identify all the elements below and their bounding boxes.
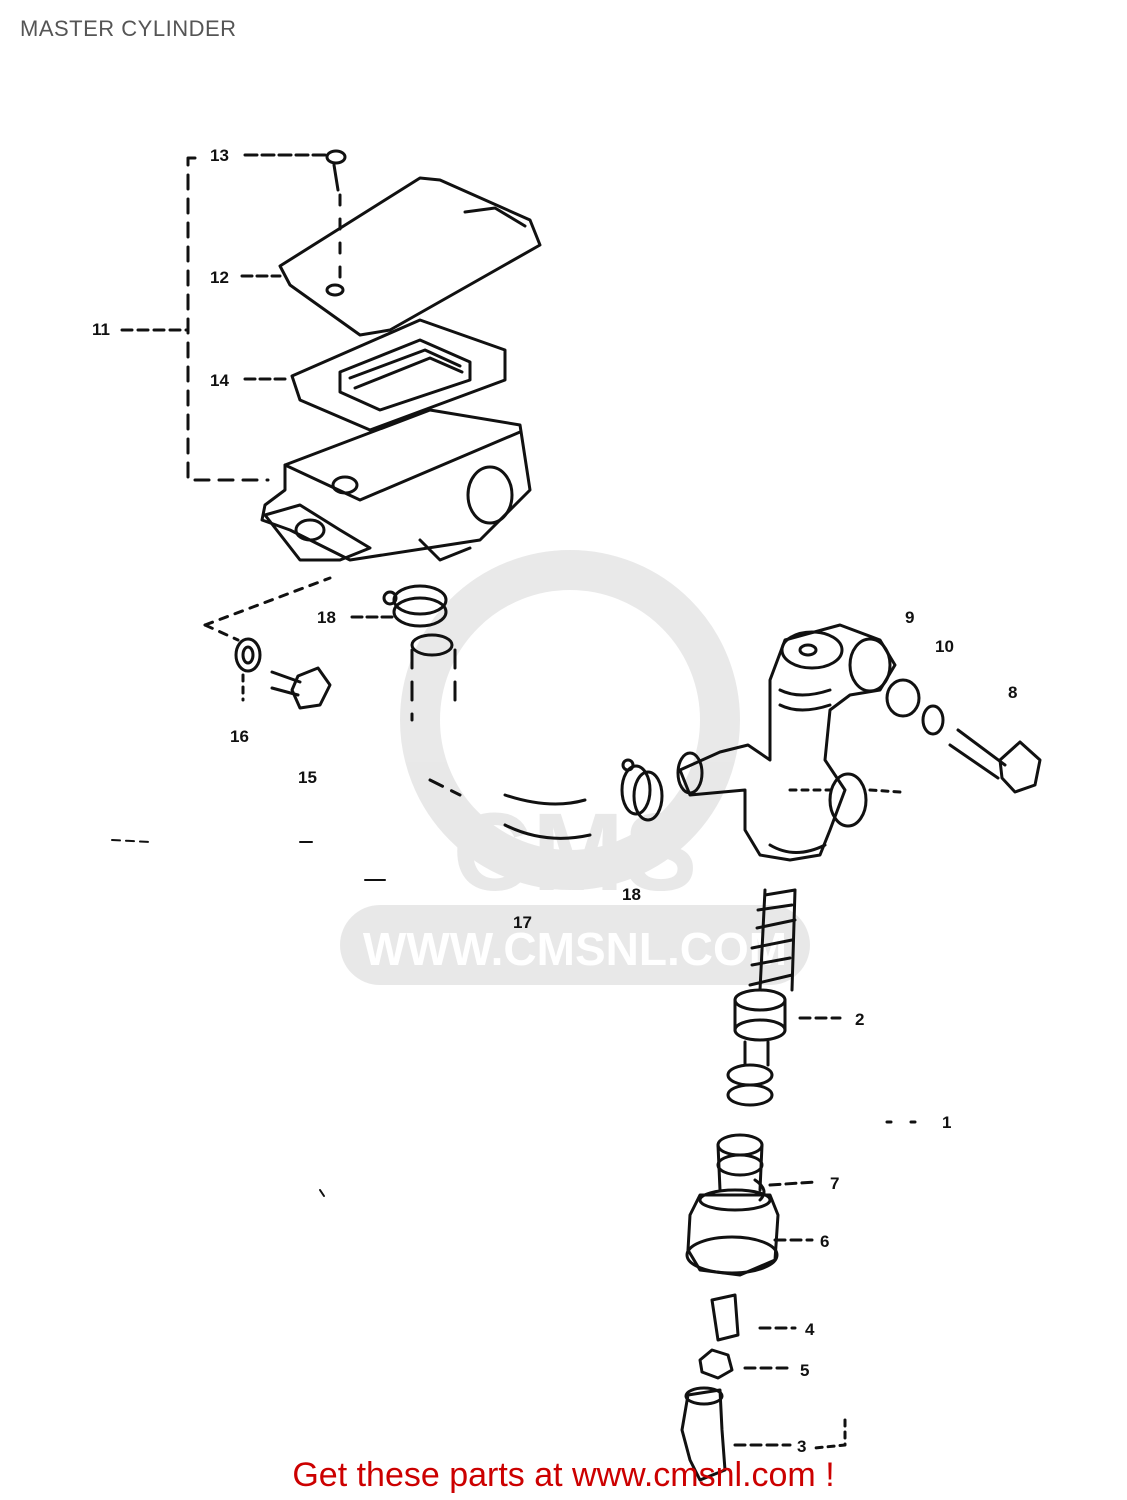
reservoir-cap-part-12 (240, 176, 542, 337)
master-cylinder-body (676, 623, 902, 862)
reservoir-body-part-11 (260, 408, 532, 562)
callout-6: 6 (820, 1232, 829, 1251)
group-bracket (186, 156, 270, 482)
cms-watermark: CMS WWW.CMSNL.COM (340, 550, 810, 985)
bolt-part-8 (948, 728, 1042, 794)
watermark-url: WWW.CMSNL.COM (363, 923, 787, 975)
circlip-part-7 (753, 1178, 817, 1202)
page-title: MASTER CYLINDER (20, 16, 237, 41)
callout-7: 7 (830, 1174, 839, 1193)
callout-2: 2 (855, 1010, 864, 1029)
boot-part-6 (685, 1188, 814, 1277)
reservoir-hose-part-17 (410, 633, 592, 840)
callout-15: 15 (298, 768, 317, 787)
pushrod-part-4 (710, 1293, 797, 1342)
get-parts-link[interactable]: Get these parts at www.cmsnl.com ! (292, 1456, 835, 1494)
hose-clamp-part-18b (620, 758, 664, 822)
callout-18b: 18 (622, 885, 641, 904)
callout-labels: 13 12 11 14 18 16 15 9 10 8 18 17 2 1 7 … (92, 146, 1017, 1456)
callout-11: 11 (92, 320, 110, 339)
callout-5: 5 (800, 1361, 809, 1380)
nut-part-5 (698, 1348, 792, 1380)
clevis-part-3 (680, 1386, 847, 1482)
callout-4: 4 (805, 1320, 815, 1339)
spring-part-2 (726, 888, 842, 1107)
watermark-brand: CMS (453, 791, 697, 914)
callout-13: 13 (210, 146, 229, 165)
callout-18a: 18 (317, 608, 336, 627)
callout-8: 8 (1008, 683, 1017, 702)
callout-3: 3 (797, 1437, 806, 1456)
callout-12: 12 (210, 268, 229, 287)
hose-clamp-part-18 (350, 584, 448, 628)
callout-10: 10 (935, 637, 954, 656)
callout-16: 16 (230, 727, 249, 746)
dash-marks (111, 839, 386, 1197)
callout-14: 14 (210, 371, 229, 390)
bolt-part-15 (203, 576, 332, 710)
washer-part-10 (885, 678, 945, 736)
callout-9: 9 (905, 608, 914, 627)
diaphragm-part-14 (243, 318, 507, 432)
piston-part-1 (716, 1120, 917, 1192)
callout-17: 17 (513, 913, 532, 932)
callout-1: 1 (942, 1113, 951, 1132)
screw-part-13 (243, 149, 347, 287)
